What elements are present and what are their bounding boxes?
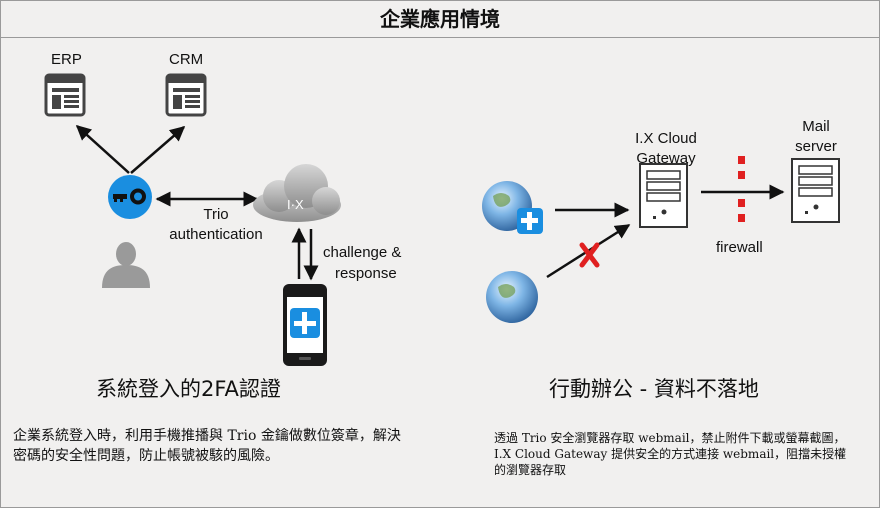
gateway-label: I.X Cloud Gateway [611,129,721,169]
trio-auth-label-line2: authentication [169,226,263,243]
page-title: 企業應用情境 [1,1,879,38]
erp-browser-icon [44,73,86,117]
cloud-label: I·X [287,197,304,212]
challenge-response-label: challenge & response [323,242,401,284]
challenge-label-line2: response [335,265,397,282]
trio-auth-label-line1: Trio [203,206,229,223]
blocked-x-icon [579,242,600,268]
erp-label: ERP [51,51,82,68]
cloud-icon [253,164,341,222]
crm-browser-icon [165,73,207,117]
mail-label-line1: Mail [802,118,830,135]
trio-auth-label: Trio authentication [151,205,281,245]
right-description: 透過 Trio 安全瀏覽器存取 webmail，禁止附件下載或螢幕截圖，I.X … [494,431,847,477]
firewall-line [738,156,745,222]
arrow-to-crm [130,126,186,174]
globe-trio-icon [482,181,543,234]
gateway-server-icon [639,163,688,228]
left-description: 企業系統登入時，利用手機推播與 Trio 金鑰做數位簽章，解決密碼的安全性問題，… [13,428,401,464]
key-icon [108,175,152,219]
crm-label: CRM [169,51,204,68]
mail-label-line2: server [795,138,837,155]
phone-icon [283,284,327,366]
firewall-label: firewall [716,239,763,256]
user-silhouette-icon [102,242,150,288]
gateway-label-line2: Gateway [636,150,696,167]
mail-server-label: Mail server [781,117,851,157]
mail-server-icon [791,158,840,223]
left-section-title: 系統登入的2FA認證 [96,377,281,401]
gateway-label-line1: I.X Cloud [635,130,697,147]
arrow-to-erp [75,124,130,174]
right-section-title: 行動辦公 - 資料不落地 [549,377,759,401]
globe-icon [486,271,538,323]
challenge-label-line1: challenge & [323,244,402,261]
